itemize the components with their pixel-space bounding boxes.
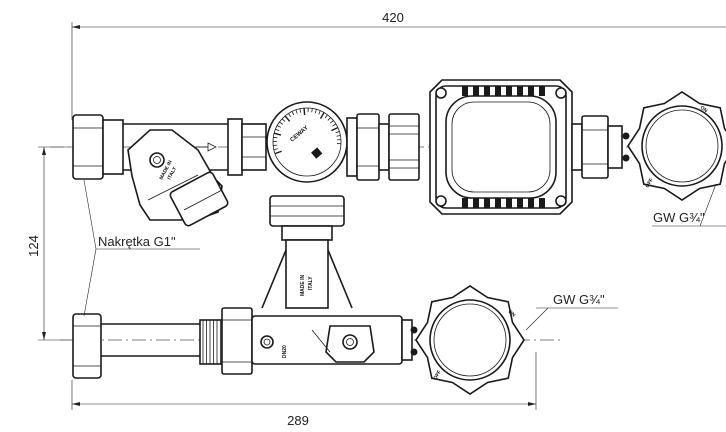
lower-nut-g1	[72, 313, 102, 379]
dimension-vertical-spacing: 124	[26, 146, 78, 341]
callout-gw-lower: GW G¾"	[525, 292, 618, 331]
upper-valve-on-text: ON	[699, 105, 709, 115]
pump-inlet-union	[388, 113, 420, 181]
upper-union-1	[227, 118, 267, 176]
lower-valve-on-text: ON	[507, 309, 517, 319]
upper-valve-off-text: OFF	[645, 177, 655, 189]
pump-outlet-union	[571, 115, 623, 179]
lower-union-threads	[199, 307, 253, 375]
tee-body	[346, 113, 390, 181]
dimension-lower-width: 289	[71, 352, 537, 428]
thermometer-gauge: CEWAY	[266, 101, 348, 183]
lower-valve-body: DN20	[251, 315, 413, 365]
label-nut-g1: Nakrętka G1"	[98, 234, 176, 249]
lower-ball-valve: ON OFF	[410, 285, 525, 395]
upper-nut-g1	[72, 114, 124, 180]
circulation-pump	[429, 79, 573, 215]
connector-italy-text: ITALY	[308, 276, 314, 290]
vertical-connector: MADE IN ITALY	[261, 195, 353, 309]
lower-pipe	[101, 323, 200, 357]
dimension-overall-width: 420	[71, 10, 726, 120]
upper-ball-valve: ON OFF	[622, 91, 726, 201]
y-strainer: MADE IN ITALY	[127, 129, 229, 227]
connector-made-in-text: MADE IN	[300, 275, 306, 297]
label-gw-lower: GW G¾"	[553, 292, 605, 307]
lower-valve-off-text: OFF	[433, 369, 443, 381]
dimension-124-text: 124	[26, 235, 41, 257]
dimension-420-text: 420	[382, 10, 404, 25]
lower-valve-dn-text: DN20	[282, 345, 288, 358]
callout-nut-g1: Nakrętka G1"	[83, 179, 200, 317]
callout-gw-upper: GW G¾"	[652, 183, 726, 227]
label-gw-upper: GW G¾"	[653, 210, 705, 225]
dimension-289-text: 289	[287, 413, 309, 428]
